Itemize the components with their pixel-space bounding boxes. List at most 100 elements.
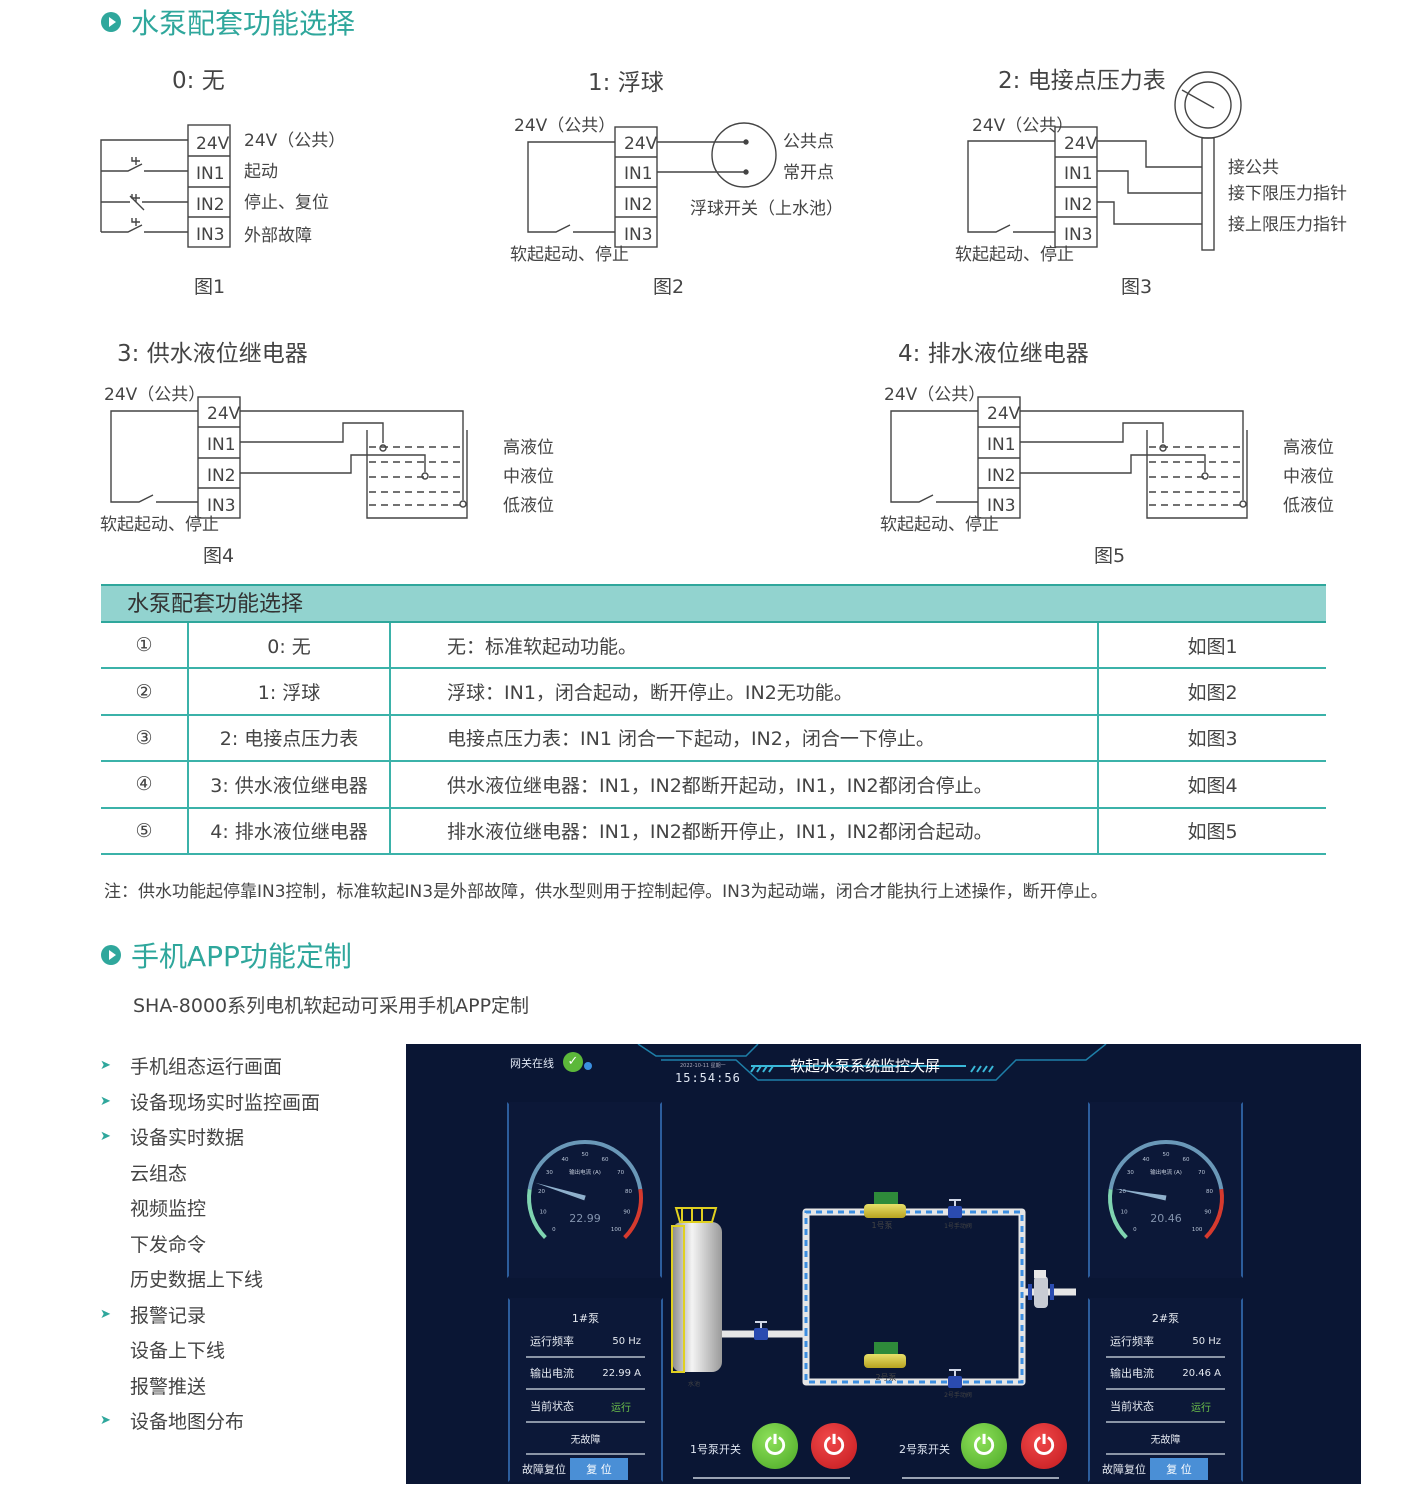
label-low-level: 低液位	[503, 496, 554, 516]
terminal-24v: 24V	[987, 404, 1021, 424]
terminal-in3: IN3	[207, 496, 236, 516]
terminal-in2: IN2	[1064, 195, 1093, 215]
terminal-24v: 24V	[196, 134, 230, 154]
figure-3: 2: 电接点压力表 24V（公共） 24V IN1 IN2 IN3 接公共 接下…	[955, 68, 1347, 298]
label-common-point: 公共点	[783, 132, 834, 152]
pump2-label: 2号泵	[875, 1373, 896, 1382]
feature-label: 报警推送	[130, 1375, 207, 1398]
reset-button[interactable]: 复 位	[570, 1458, 628, 1480]
feature-item: 报警推送	[100, 1372, 206, 1399]
label-common: 24V（公共）	[884, 385, 985, 405]
feature-item: ➤ 手机组态运行画面	[100, 1052, 282, 1079]
feature-label: 设备上下线	[130, 1340, 226, 1362]
terminal-in2: IN2	[987, 466, 1016, 486]
date-text: 2022-10-11 星期一	[680, 1063, 726, 1069]
row-number: ③	[101, 715, 189, 761]
label-common: 接公共	[1228, 158, 1279, 178]
flowmeter-icon	[1028, 1270, 1054, 1308]
terminal-24v: 24V	[207, 404, 241, 424]
terminal-in3: IN3	[1064, 225, 1093, 245]
pump2-stop-button[interactable]: ⏻	[1021, 1423, 1067, 1469]
fig3-title: 2: 电接点压力表	[998, 68, 1166, 94]
label-switch: 软起起动、停止	[510, 245, 629, 265]
state-label: 当前状态	[530, 1400, 574, 1413]
section-subtitle: SHA-8000系列电机软起动可采用手机APP定制	[133, 995, 530, 1017]
row-number: ②	[101, 669, 189, 714]
feature-item: ➤设备现场实时监控画面	[100, 1088, 320, 1115]
pump2-switch-label: 2号泵开关	[899, 1443, 950, 1456]
terminal-in2: IN2	[196, 195, 225, 215]
gauge-tick-label: 60	[1182, 1157, 1189, 1163]
label-start: 起动	[244, 162, 278, 182]
terminal-in2: IN2	[624, 195, 653, 215]
current-label: 输出电流	[1110, 1367, 1154, 1380]
pump1-stop-button[interactable]: ⏻	[811, 1423, 857, 1469]
section-heading: 水泵配套功能选择	[101, 2, 355, 42]
label-stop-reset: 停止、复位	[244, 193, 329, 213]
gauge-tick-label: 50	[582, 1152, 589, 1158]
label-common: 24V（公共）	[244, 131, 345, 151]
play-bullet-icon	[101, 945, 121, 965]
header-decoration	[637, 1044, 1107, 1081]
label-switch: 软起起动、停止	[955, 245, 1074, 265]
gauge-arc-high	[1204, 1188, 1224, 1240]
gauge-arc-low	[1108, 1188, 1128, 1240]
arrow-icon: ➤	[100, 1093, 111, 1109]
feature-item: 历史数据上下线	[100, 1265, 263, 1292]
pump1-start-button[interactable]: ⏻	[752, 1423, 798, 1469]
divider	[902, 1477, 1059, 1479]
gauge-tick-label: 20	[1119, 1189, 1126, 1195]
play-bullet-icon	[101, 12, 121, 32]
fault-row: 无故障	[526, 1423, 645, 1455]
gauge-tick-label: 90	[623, 1210, 630, 1216]
feature-item: 视频监控	[100, 1194, 206, 1221]
monitoring-dashboard: 网关在线 ✓ 2022-10-11 星期一 15:54:56 软起水泵系统监控大…	[406, 1044, 1361, 1484]
gauge-arc-mid	[1108, 1140, 1224, 1190]
feature-label: 报警记录	[130, 1304, 207, 1327]
gauge-value: 22.99	[569, 1212, 601, 1225]
row-figure-ref: 如图1	[1187, 635, 1238, 658]
arrow-icon: ➤	[100, 1058, 111, 1073]
valve1-label: 1号手动阀	[944, 1222, 972, 1230]
terminal-in3: IN3	[624, 225, 653, 245]
feature-label: 手机组态运行画面	[130, 1056, 283, 1078]
gauge-tick-label: 10	[540, 1210, 547, 1216]
figure-5: 4: 排水液位继电器 24V（公共） 24V IN1 IN2 IN3 高液位 中…	[880, 341, 1334, 567]
label-common: 24V（公共）	[514, 116, 615, 136]
pump-2-icon	[864, 1342, 906, 1368]
pump-name: 1#泵	[571, 1312, 600, 1325]
gauge-tick-label: 80	[625, 1189, 632, 1195]
gauge-tick-label: 70	[1198, 1170, 1205, 1176]
pump2-start-button[interactable]: ⏻	[961, 1423, 1007, 1469]
tank-label: 水池	[688, 1380, 700, 1388]
row-description: 无：标准软起动功能。	[391, 623, 1099, 668]
row-figure-ref: 如图4	[1187, 774, 1238, 797]
reset-button[interactable]: 复 位	[1150, 1458, 1208, 1480]
fig4-title: 3: 供水液位继电器	[117, 341, 308, 367]
section-title: 水泵配套功能选择	[131, 7, 356, 40]
row-figure-ref: 如图2	[1187, 682, 1238, 705]
row-number: ⑤	[101, 808, 189, 853]
label-low-level: 低液位	[1283, 496, 1334, 516]
figure-1: 0: 无 24V IN1 IN2 IN3 24V（公共） 起动 停止、复位 外部…	[100, 68, 345, 298]
gauge-needle	[1114, 1188, 1167, 1201]
label-lower-limit: 接下限压力指针	[1228, 184, 1347, 204]
gauge-arc-mid	[527, 1140, 643, 1190]
gauge-arc-high	[623, 1188, 643, 1240]
row-description: 浮球：IN1，闭合起动，断开停止。IN2无功能。	[391, 669, 1099, 714]
gauge-tick-label: 0	[552, 1227, 556, 1233]
terminal-in1: IN1	[207, 435, 236, 455]
state-value: 运行	[611, 1402, 631, 1414]
label-switch: 软起起动、停止	[880, 515, 999, 535]
label-common: 24V（公共）	[972, 116, 1073, 136]
row-mode: 4: 排水液位继电器	[189, 808, 391, 853]
terminal-24v: 24V	[624, 134, 658, 154]
fig1-caption: 图1	[194, 276, 225, 298]
